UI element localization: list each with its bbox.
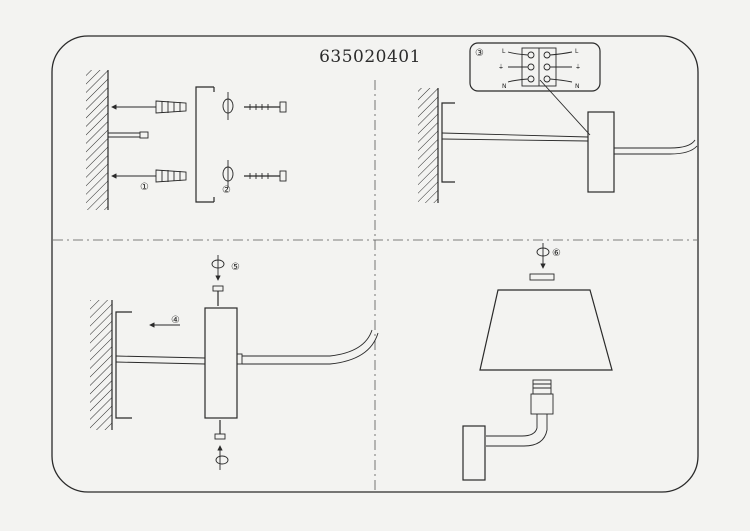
wall-anchor-icon [155,169,187,183]
panel-step-3: ③ L ⏚ N L ⏚ N [418,42,698,203]
wall-hatched [90,300,113,430]
wall-hatched [418,88,439,203]
lamp-shade-icon [479,289,613,371]
canopy-icon [204,307,238,419]
supply-wire-icon [441,132,589,142]
model-number: 635020401 [319,47,421,67]
wire-label-ground-right: ⏚ [575,64,581,71]
screw-icon [244,170,287,182]
canopy-icon [462,425,486,481]
step-4-label: ④ [171,315,180,326]
wall-hatched [86,70,109,210]
mounting-bracket-icon [195,86,214,203]
step-2-label: ② [222,185,231,196]
lamp-arm-icon [242,329,379,365]
step-6-label: ⑥ [552,248,561,259]
wire-label-l-left: L [502,48,506,55]
wall-anchor-icon [155,100,187,114]
rotate-icon [536,243,550,269]
panel-step-1-2: ① ② [86,70,287,210]
rotate-icon [222,92,234,120]
supply-wire-icon [115,355,206,365]
wire-label-n-left: N [502,83,507,90]
mounting-bracket-icon [115,311,132,419]
wire-label-l-right: L [575,48,579,55]
lamp-arm-icon [486,414,548,447]
wire-label-n-right: N [575,83,580,90]
rotate-icon [222,160,234,188]
panel-step-4-5: ④ ⑤ [90,255,379,470]
step-5-label: ⑤ [231,262,240,273]
rotate-icon [215,445,229,470]
mounting-bracket-icon [441,102,455,183]
step-3-label: ③ [475,48,484,59]
ring-nut-icon [529,273,555,281]
step-1-label: ① [140,182,149,193]
screw-icon [214,420,226,440]
rotate-icon [211,255,225,281]
canopy-icon [587,111,615,193]
panel-step-6: ⑥ [462,243,613,481]
wiring-callout: ③ L ⏚ N L ⏚ N [469,42,601,92]
sheet-frame [51,35,699,493]
screw-icon [212,285,224,306]
lamp-socket-icon [530,379,554,415]
lamp-arm-icon [614,139,698,155]
screw-icon [244,101,287,113]
wire-label-ground-left: ⏚ [498,64,504,71]
wall-wire-icon [108,131,149,139]
